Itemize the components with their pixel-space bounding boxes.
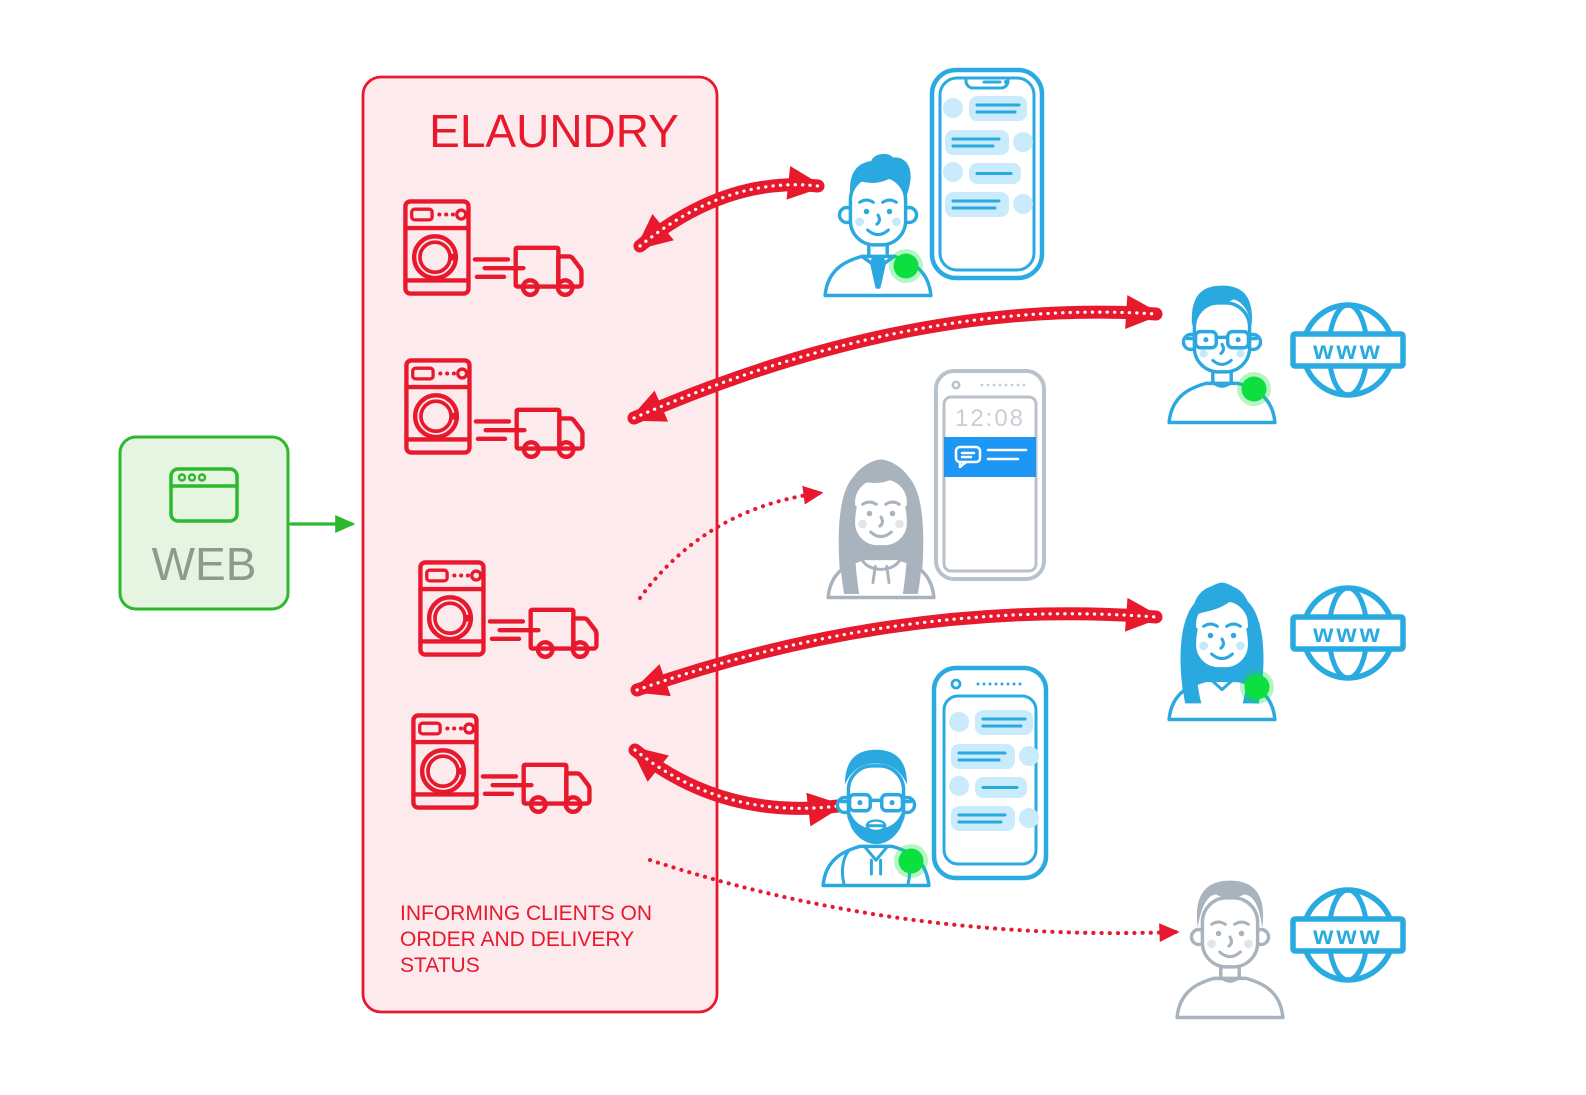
www-label: www xyxy=(1312,618,1383,648)
status-dot xyxy=(894,844,928,878)
status-dot xyxy=(889,249,923,283)
caption-line-2: ORDER AND DELIVERY xyxy=(400,928,634,951)
smartphone-lockscreen-icon: 12:08 xyxy=(934,369,1046,581)
phone-time: 12:08 xyxy=(955,405,1025,432)
arrow-elaundry-client6-dotted xyxy=(648,858,1180,942)
client-1 xyxy=(823,67,1045,298)
arrow-elaundry-client3-dotted xyxy=(638,485,824,600)
caption-line-1: INFORMING CLIENTS ON xyxy=(400,902,652,925)
notification-bar xyxy=(944,437,1036,477)
client-2: www xyxy=(1167,285,1403,425)
arrow-elaundry-client2-bidirectional xyxy=(627,295,1163,425)
status-dot xyxy=(1237,372,1271,406)
panel-title: ELAUNDRY xyxy=(429,105,679,157)
web-source-box: WEB xyxy=(118,435,290,611)
avatar-man-beard-glasses-hoodie xyxy=(821,749,931,888)
panel-caption: INFORMING CLIENTS ON ORDER AND DELIVERY … xyxy=(400,902,652,977)
www-label: www xyxy=(1312,920,1383,950)
elaundry-panel: ELAUNDRY INFORMING CLIENTS ON ORDER AND … xyxy=(361,75,719,1014)
web-label: WEB xyxy=(152,538,257,590)
www-label: www xyxy=(1312,335,1383,365)
smartphone-chat-icon xyxy=(931,665,1049,881)
arrow-elaundry-client1-bidirectional xyxy=(633,165,825,253)
client-6: www xyxy=(1175,880,1403,1020)
arrow-elaundry-client4-bidirectional xyxy=(630,597,1163,697)
browser-window-icon xyxy=(169,467,239,523)
smartphone-chat-icon xyxy=(929,67,1045,281)
avatar-man-short-hair xyxy=(1175,880,1285,1020)
client-4: www xyxy=(1167,582,1403,722)
arrow-elaundry-client5-bidirectional xyxy=(628,743,845,827)
client-3: 12:08 xyxy=(826,369,1046,600)
status-dot xyxy=(1240,670,1274,704)
caption-line-3: STATUS xyxy=(400,954,480,977)
client-5 xyxy=(821,665,1049,888)
chat-bubble-icon xyxy=(954,445,1028,469)
avatar-woman-long-hair xyxy=(826,459,936,600)
